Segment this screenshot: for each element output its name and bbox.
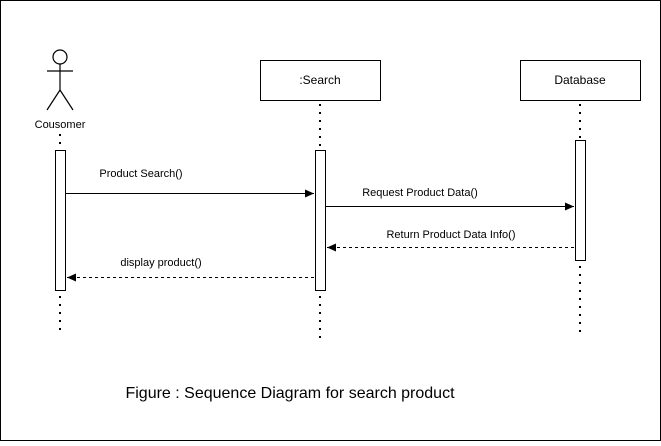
message-label: Return Product Data Info() xyxy=(386,229,515,241)
search-box xyxy=(260,60,381,101)
message-display-product: display product() xyxy=(67,257,314,282)
actor-right-leg xyxy=(59,89,74,111)
figure-caption: Figure : Sequence Diagram for search pro… xyxy=(125,385,455,402)
database-box xyxy=(520,60,641,101)
database-activation-bar xyxy=(575,140,586,261)
search-label: :Search xyxy=(299,73,340,87)
participant-search: :Search xyxy=(260,60,381,101)
message-request-product-data: Request Product Data() xyxy=(326,187,574,211)
database-label: Database xyxy=(554,73,606,87)
message-product-search: Product Search() xyxy=(66,168,314,198)
actor-customer: Cousomer xyxy=(35,49,86,131)
actor-left-leg xyxy=(46,89,61,111)
message-label: Request Product Data() xyxy=(362,187,478,199)
actor-head-icon xyxy=(52,49,68,65)
message-return-product-data-info: Return Product Data Info() xyxy=(327,229,574,252)
actor-activation-bar xyxy=(55,150,66,291)
participant-database: Database xyxy=(520,60,641,101)
actor-label: Cousomer xyxy=(35,119,86,131)
message-label: Product Search() xyxy=(99,168,182,180)
search-activation-bar xyxy=(315,150,326,291)
message-label: display product() xyxy=(120,257,201,269)
